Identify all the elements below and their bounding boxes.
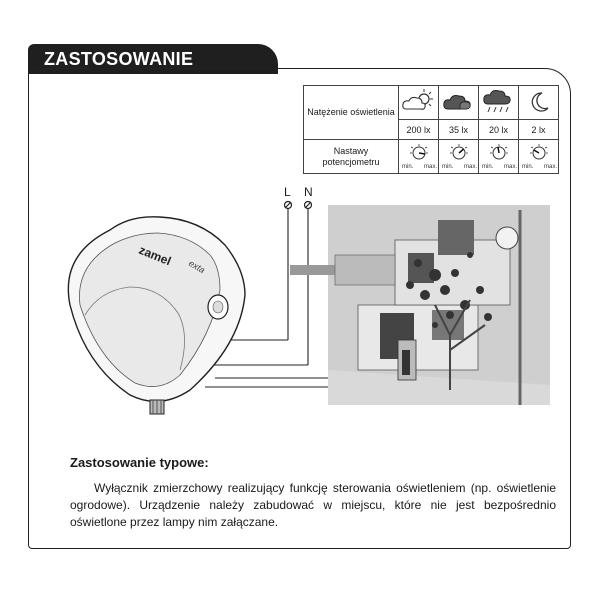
moon-icon [518, 85, 559, 120]
min-label: min. [482, 164, 494, 170]
min-label: min. [442, 164, 454, 170]
potentiometer-dial-icon: min. max. [478, 139, 519, 174]
row-header-illuminance-label: Natężenie oświetlenia [307, 107, 395, 117]
wire-label-l: L [284, 185, 291, 199]
cloud-rain-icon [478, 85, 519, 120]
sun-partly-cloudy-icon [398, 85, 439, 120]
max-label: max. [544, 164, 557, 170]
description-text: Wyłącznik zmierzchowy realizujący funkcj… [70, 480, 556, 531]
lux-value: 20 lx [478, 119, 519, 140]
lux-value: 2 lx [518, 119, 559, 140]
house-scene-image [290, 205, 550, 405]
min-label: min. [402, 164, 414, 170]
light-table: Natężenie oświetlenia [303, 85, 559, 174]
content-frame [28, 68, 571, 549]
min-label: min. [522, 164, 534, 170]
description-title: Zastosowanie typowe: [70, 455, 209, 470]
max-label: max. [464, 164, 477, 170]
max-label: max. [424, 164, 437, 170]
lux-value: 35 lx [438, 119, 479, 140]
wire-label-n: N [304, 185, 313, 199]
row-header-illuminance: Natężenie oświetlenia [303, 85, 399, 140]
installation-illustration: zamel exta [67, 200, 550, 415]
description-body: Wyłącznik zmierzchowy realizujący funkcj… [70, 481, 556, 529]
lux-value: 200 lx [398, 119, 439, 140]
terminal-icon [283, 200, 313, 210]
description-block: Zastosowanie typowe: Wyłącznik zmierzcho… [46, 455, 556, 531]
potentiometer-dial-icon: min. max. [398, 139, 439, 174]
cloud-icon [438, 85, 479, 120]
row-header-potentiometer-label: Nastawy potencjometru [322, 145, 380, 167]
section-title: ZASTOSOWANIE [44, 49, 194, 69]
twilight-switch-device [67, 216, 246, 415]
max-label: max. [504, 164, 517, 170]
potentiometer-dial-icon: min. max. [438, 139, 479, 174]
row-header-potentiometer: Nastawy potencjometru [303, 139, 399, 174]
section-tab: ZASTOSOWANIE [28, 44, 278, 74]
potentiometer-dial-icon: min. max. [518, 139, 559, 174]
